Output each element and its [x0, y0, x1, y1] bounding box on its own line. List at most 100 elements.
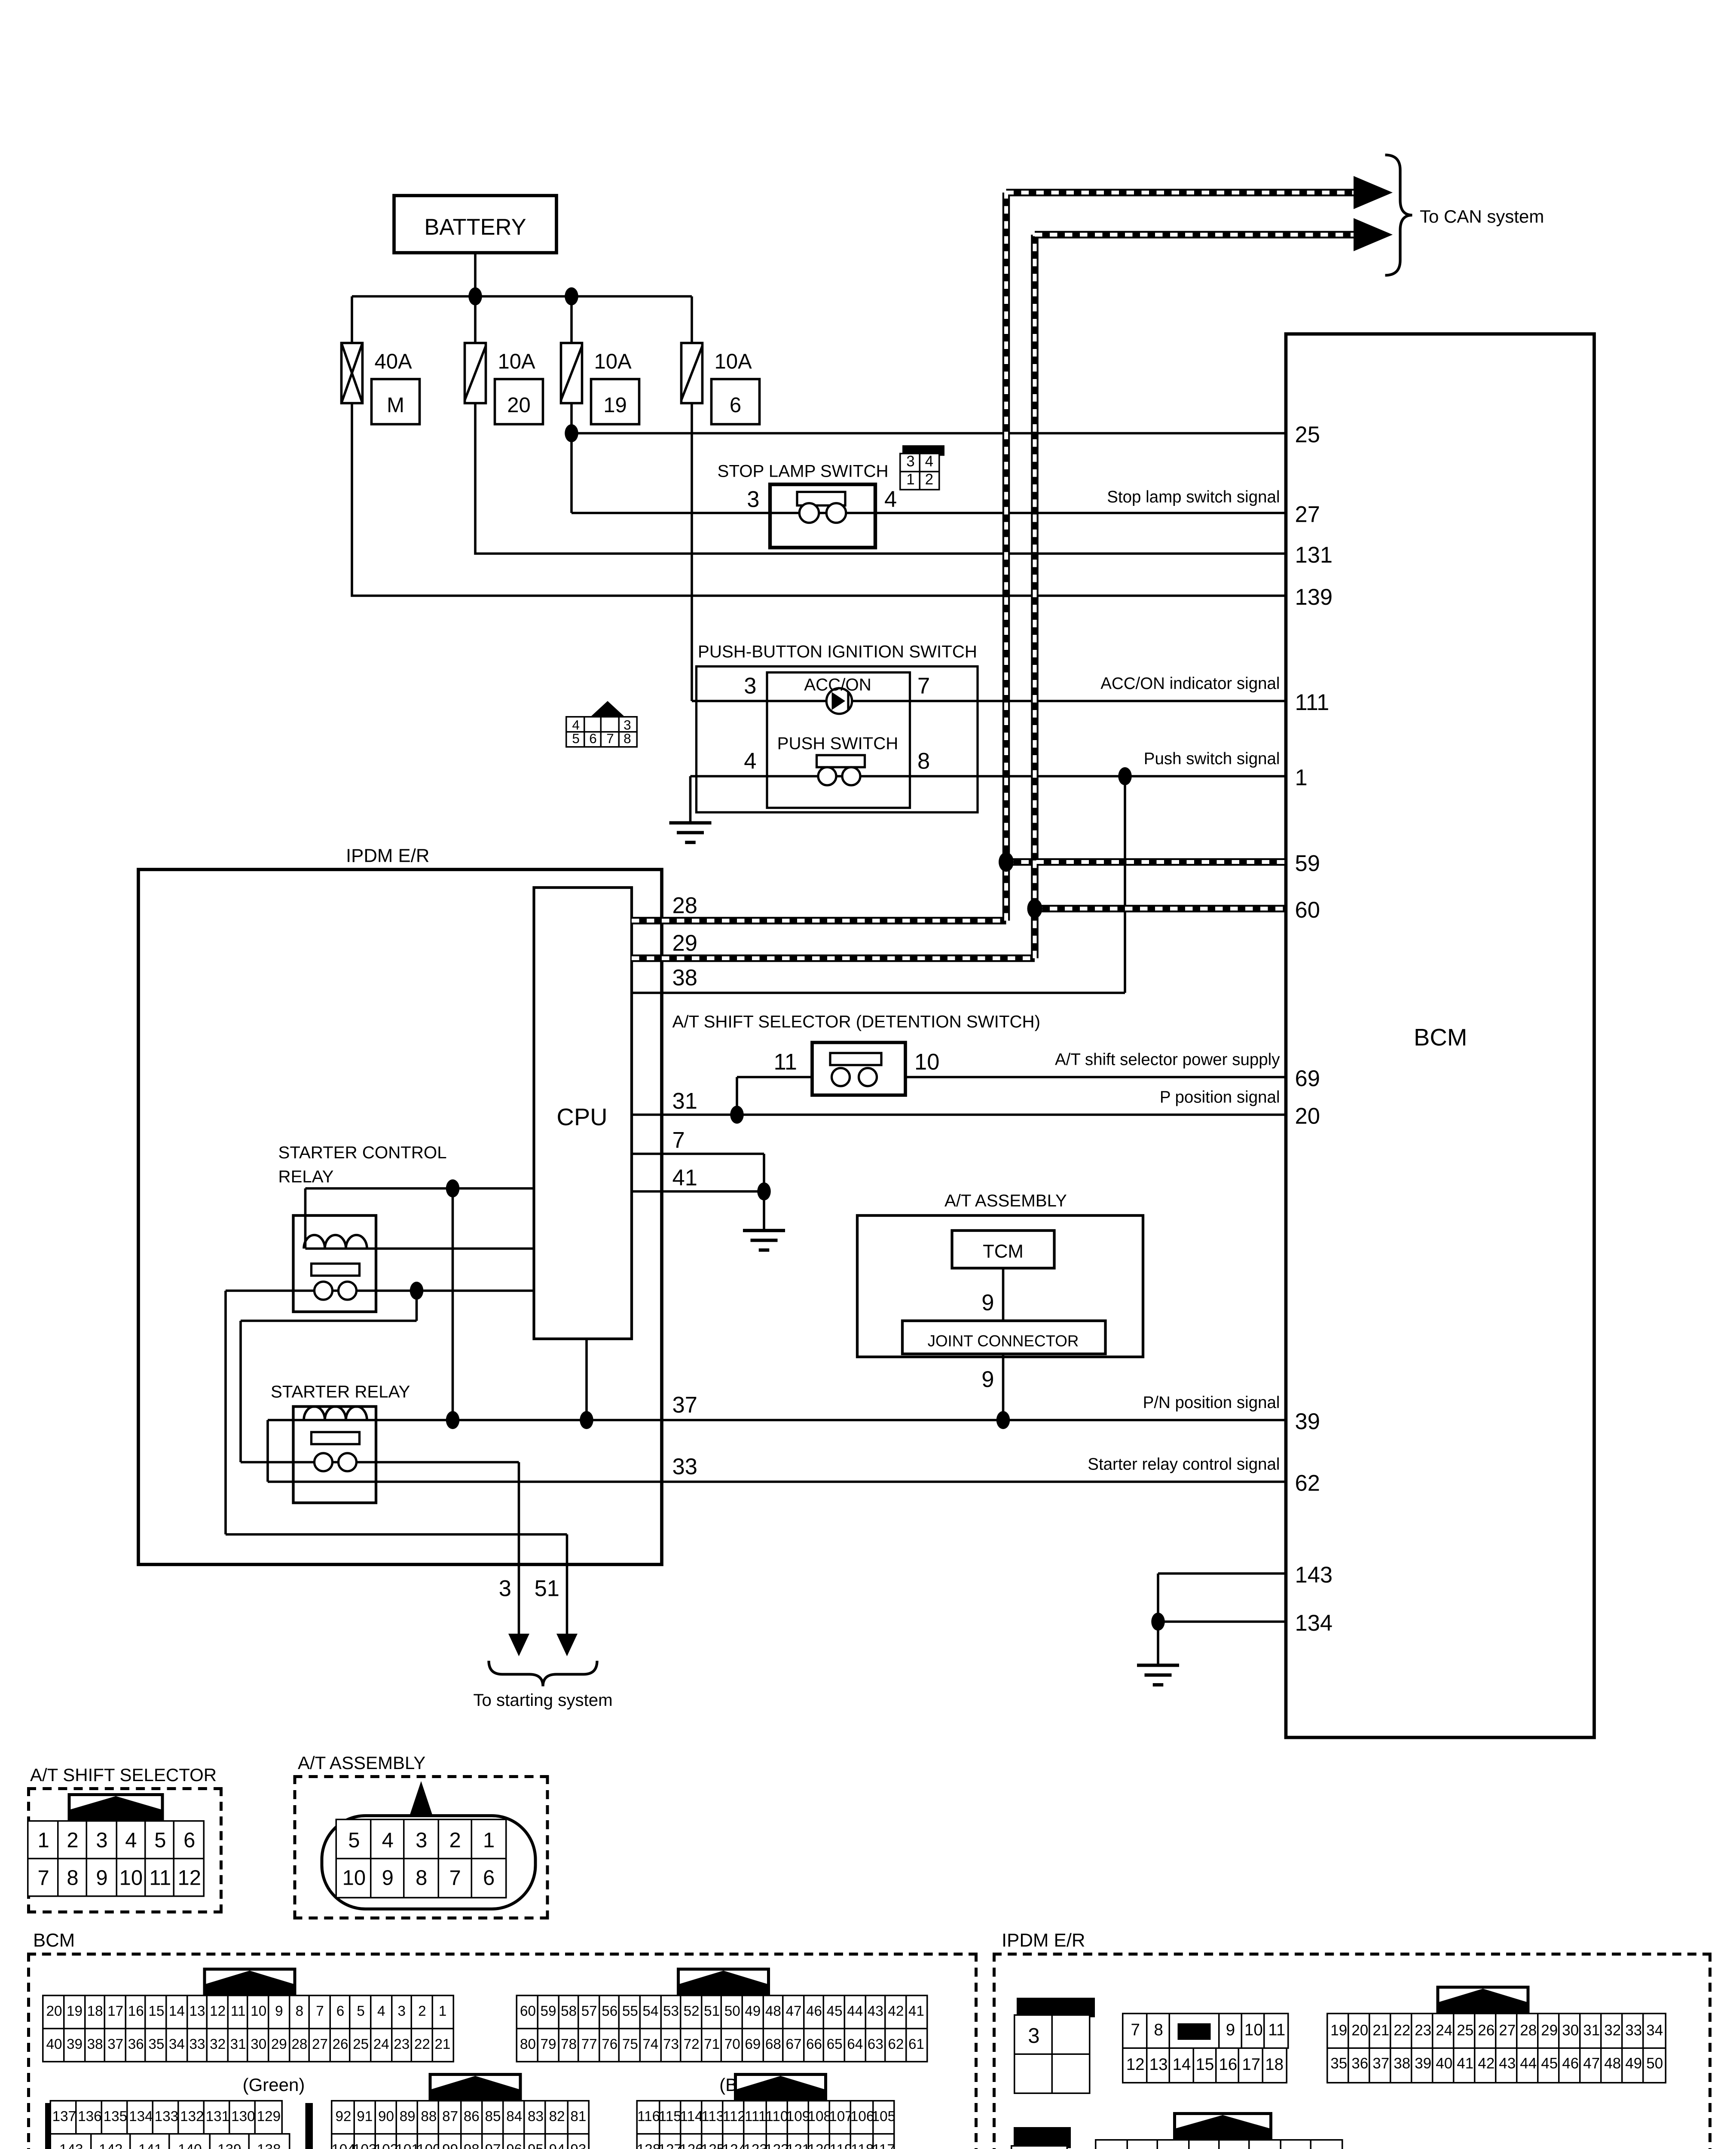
connector-cell: 53 — [659, 1995, 683, 2030]
connector-cell: 23 — [1411, 2013, 1435, 2050]
joint-connector-box — [901, 1319, 1107, 1356]
connector-cell: 52 — [680, 1995, 703, 2030]
connector-cell: 96 — [502, 2133, 526, 2149]
connector-key-icon — [428, 2073, 522, 2103]
connector-cell: 24 — [370, 2027, 393, 2062]
at-assembly-box — [856, 1214, 1145, 1359]
connector-cell: 23 — [390, 2027, 413, 2062]
connector-cell: 90 — [374, 2100, 398, 2135]
connector-cell: 60 — [516, 1995, 540, 2030]
connector-cell: 3 — [86, 1821, 118, 1860]
connector-cell: 13 — [1146, 2047, 1171, 2083]
connector-key-icon — [677, 1968, 770, 1998]
connector-cell: 116 — [636, 2100, 661, 2135]
ground-icon — [1137, 1663, 1179, 1687]
to-starting-system-label: To starting system — [473, 1690, 612, 1710]
connector-cell — [1051, 2053, 1090, 2094]
connector-cell: 54 — [639, 1995, 662, 2030]
fuse-id: 19 — [603, 394, 627, 417]
connector-cell: 2 — [410, 1995, 434, 2030]
ipdm-pin: 7 — [672, 1128, 685, 1153]
connector-cell: 12 — [206, 1995, 229, 2030]
connector-cell: 17 — [104, 1995, 127, 2030]
connector-key-icon — [203, 1968, 296, 1998]
bcm-connector-gray-left: 1371361351341331321311301291431421411401… — [50, 2100, 290, 2149]
connector-cell: 1 — [28, 1821, 59, 1860]
connector-cell: 14 — [165, 1995, 189, 2030]
connector-cell: 47 — [782, 1995, 805, 2030]
connector-cell: 76 — [598, 2027, 621, 2062]
connector-cell: 10 — [247, 1995, 270, 2030]
connector-cell: 13 — [186, 1995, 209, 2030]
bcm-pin: 62 — [1295, 1471, 1320, 1496]
connector-cell: 34 — [165, 2027, 189, 2062]
ipdm-connector-3: 3 — [1014, 2014, 1090, 2094]
ipdm-connector-85: 85909396 — [1095, 2140, 1344, 2149]
stop-lamp-switch-box — [768, 482, 877, 550]
fuse-19-box — [590, 378, 641, 426]
connector-cell: 7 — [1122, 2013, 1148, 2050]
connector-cell: 89 — [395, 2100, 419, 2135]
connector-cell: 43 — [864, 1995, 887, 2030]
connector-cell: 4 — [370, 1995, 393, 2030]
connector-cell: 141 — [129, 2133, 171, 2149]
connector-cell: 10 — [1241, 2013, 1267, 2050]
connector-cell: 38 — [1390, 2047, 1414, 2083]
connector-cell: 3 — [1014, 2014, 1054, 2056]
connector-cell: 16 — [1215, 2047, 1241, 2083]
connector-cell: 119 — [829, 2133, 853, 2149]
connector-cell: 102 — [374, 2133, 398, 2149]
connector-cell: 99 — [438, 2133, 462, 2149]
connector-cell: 81 — [566, 2100, 590, 2135]
connector-cell: 57 — [578, 1995, 601, 2030]
signal-label: Starter relay control signal — [1088, 1455, 1280, 1474]
connector-cell: 106 — [850, 2100, 874, 2135]
signal-label: P position signal — [1160, 1088, 1280, 1107]
connector-cell: 45 — [823, 1995, 846, 2030]
connector-cell: 50 — [1643, 2047, 1666, 2083]
at-shift-selector-title: A/T SHIFT SELECTOR — [30, 1765, 217, 1785]
connector-cell: 123 — [743, 2133, 767, 2149]
pin-label: 11 — [774, 1050, 798, 1075]
fuse-rating: 10A — [715, 350, 752, 373]
bcm-pin: 69 — [1295, 1066, 1320, 1091]
fuse-id: 6 — [730, 394, 741, 417]
connector-cell: 22 — [1390, 2013, 1414, 2050]
ignition-outer-box — [695, 665, 979, 814]
connector-cell: 48 — [761, 1995, 785, 2030]
coil-icon — [303, 1234, 368, 1249]
connector-cell: 93 — [566, 2133, 590, 2149]
diagram-texts: BATTERY 40A M 10A 20 10A 19 10A 6 To CAN… — [30, 206, 1544, 2095]
connector-cell: 11 — [1264, 2013, 1290, 2050]
fuse-10a-20-icon — [463, 342, 487, 404]
ignition-switch-label: PUSH-BUTTON IGNITION SWITCH — [698, 642, 977, 661]
connector-cell: 69 — [741, 2027, 764, 2062]
ipdm-title: IPDM E/R — [1002, 1930, 1085, 1951]
connector-cell: 91 — [353, 2100, 377, 2135]
connector-cell: 109 — [786, 2100, 810, 2135]
connector-cell: 28 — [1516, 2013, 1540, 2050]
brace-down — [487, 1660, 599, 1687]
connector-cell: 139 — [208, 2133, 251, 2149]
connector-cell: 11 — [226, 1995, 250, 2030]
connector-cell: 85 — [1187, 2140, 1221, 2149]
connector-cell: 2 — [437, 1819, 474, 1860]
connector-cell: 2 — [57, 1821, 89, 1860]
connector-cell: 19 — [63, 1995, 86, 2030]
connector-cell: 113 — [701, 2100, 725, 2135]
connector-cell: 58 — [557, 1995, 581, 2030]
connector-cell: 110 — [765, 2100, 789, 2135]
signal-label: ACC/ON indicator signal — [1100, 674, 1280, 693]
connector-cell: 124 — [722, 2133, 746, 2149]
pin-label: 3 — [744, 673, 756, 699]
connector-cell: 140 — [169, 2133, 211, 2149]
pin-label: 3 — [747, 487, 759, 512]
down-arrow-icon — [556, 1634, 578, 1656]
connector-cell: 40 — [43, 2027, 66, 2062]
connector-cell — [1051, 2014, 1090, 2056]
connector-cell: 6 — [583, 731, 603, 747]
connector-cell: 39 — [1411, 2047, 1435, 2083]
connector-cell: 3 — [900, 453, 921, 473]
connector-cell: 2 — [918, 470, 940, 490]
